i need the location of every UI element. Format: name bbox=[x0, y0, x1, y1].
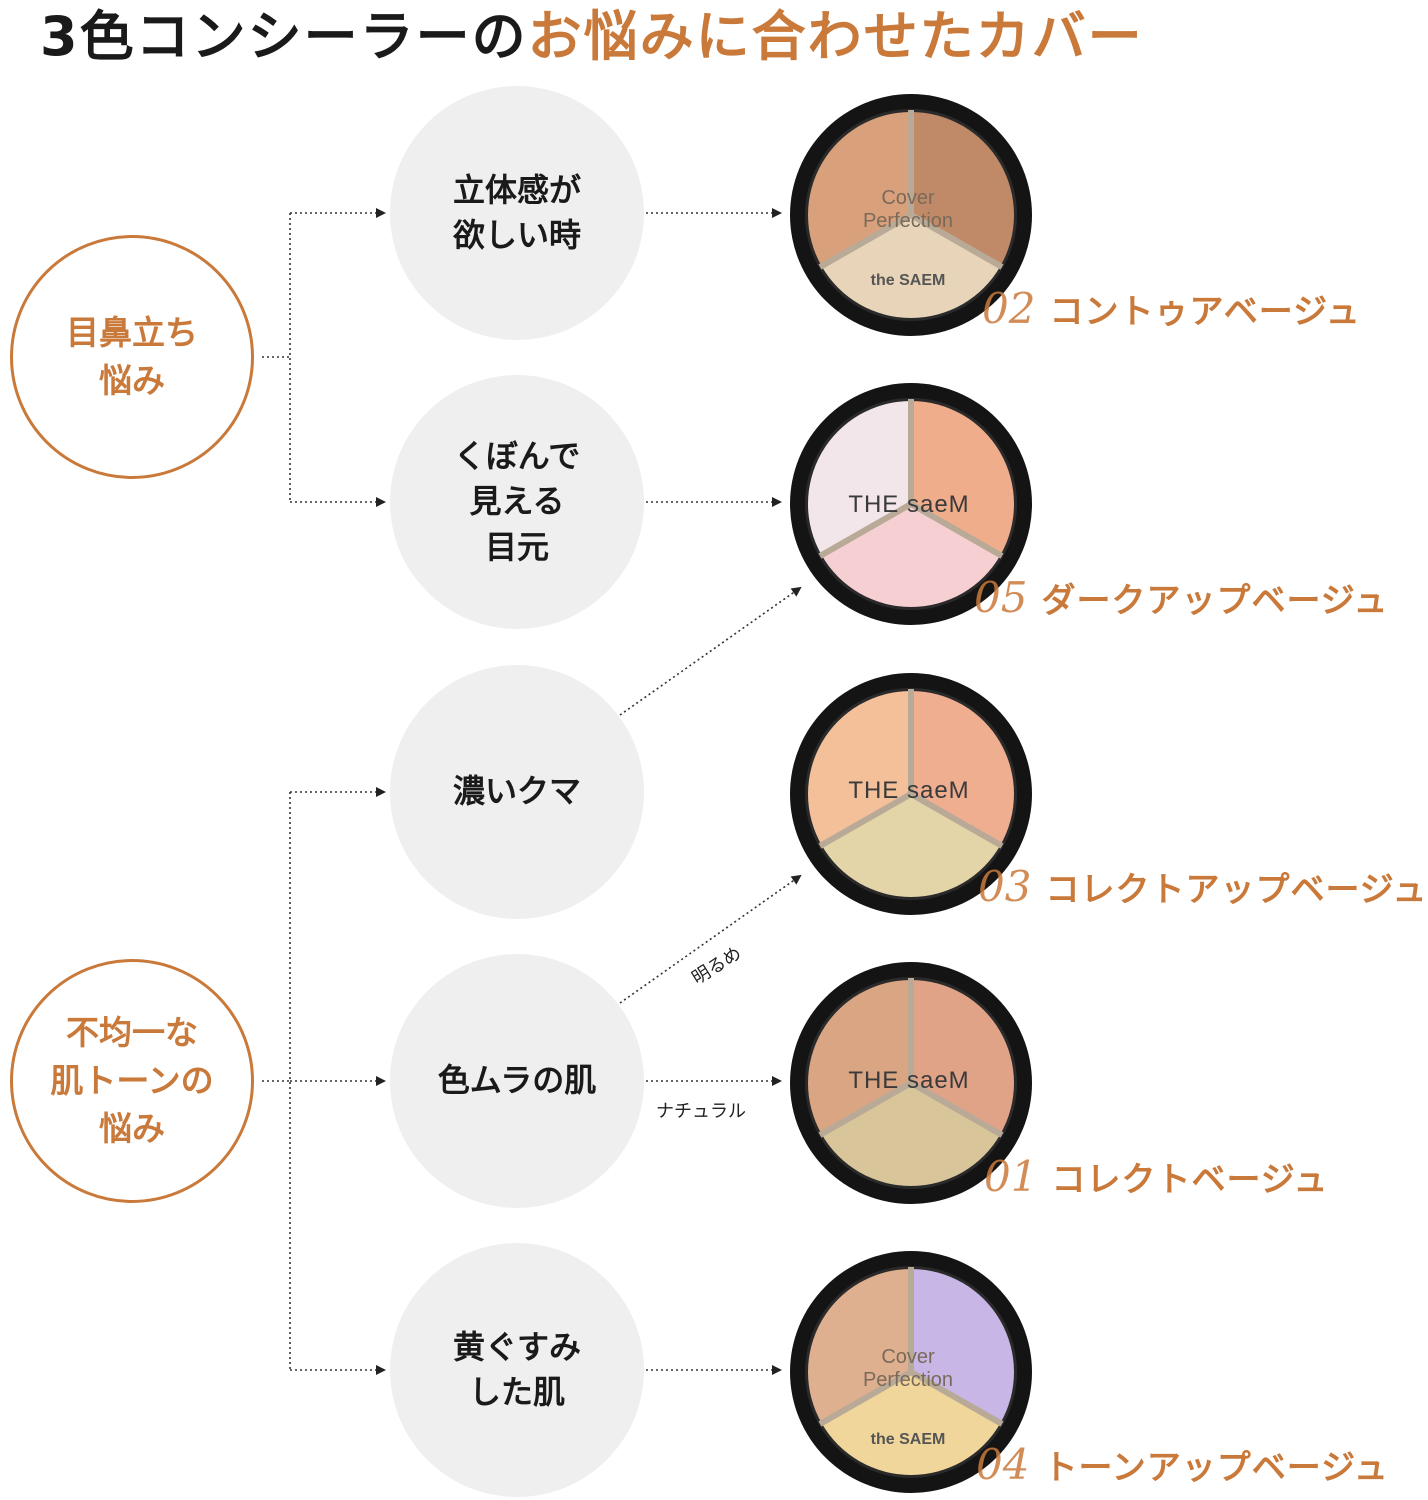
product-number: 03 bbox=[978, 862, 1032, 911]
product-name-01: 01 コレクトベージュ bbox=[984, 1152, 1328, 1202]
logo-perfection: Perfection bbox=[863, 210, 953, 232]
product-name-03: 03 コレクトアップベージュ bbox=[978, 862, 1427, 912]
product-compact-02: Cover Perfection the SAEM bbox=[788, 92, 1034, 338]
concern-sunken-eyes: くぼんで 見える 目元 bbox=[390, 375, 644, 629]
product-compact-04: Cover Perfection the SAEM bbox=[788, 1249, 1034, 1495]
product-compact-03: THE saeM bbox=[788, 671, 1034, 917]
product-name: コレクトベージュ bbox=[1051, 1160, 1329, 1200]
logo-brand: the SAEM bbox=[871, 1431, 946, 1448]
category-label: 不均一な 肌トーンの 悩み bbox=[50, 1013, 214, 1148]
product-name: ダークアップベージュ bbox=[1041, 581, 1389, 621]
product-name-02: 02 コントゥアベージュ bbox=[982, 284, 1361, 334]
logo-brand: THE saeM bbox=[848, 491, 969, 518]
page-title: 3色コンシーラーのお悩みに合わせたカバー bbox=[40, 2, 1144, 72]
connector-concern3-product05 bbox=[619, 586, 802, 716]
concern-dimension: 立体感が 欲しい時 bbox=[390, 86, 644, 340]
category-uneven-tone: 不均一な 肌トーンの 悩み bbox=[10, 959, 254, 1203]
product-name: トーンアップベージュ bbox=[1043, 1448, 1389, 1488]
concern-yellow-dullness: 黄ぐすみ した肌 bbox=[390, 1243, 644, 1497]
concern-dark-circles: 濃いクマ bbox=[390, 665, 644, 919]
concealer-palette-02: Cover Perfection the SAEM bbox=[790, 94, 1032, 336]
title-accent: お悩みに合わせたカバー bbox=[527, 5, 1144, 68]
category-facial-features: 目鼻立ち 悩み bbox=[10, 235, 254, 479]
connector-concern4-product03 bbox=[619, 874, 802, 1004]
pan-bottom bbox=[821, 215, 1001, 318]
product-name: コントゥアベージュ bbox=[1049, 292, 1361, 332]
logo-brand: THE saeM bbox=[848, 1067, 969, 1094]
product-name: コレクトアップベージュ bbox=[1045, 870, 1428, 910]
logo-brand: THE saeM bbox=[848, 777, 969, 804]
pan-bottom bbox=[821, 794, 1001, 897]
note-natural: ナチュラル bbox=[656, 1101, 746, 1122]
logo-cover: Cover bbox=[881, 1346, 935, 1368]
product-number: 05 bbox=[974, 573, 1028, 622]
product-number: 04 bbox=[976, 1440, 1030, 1489]
product-name-05: 05 ダークアップベージュ bbox=[974, 573, 1388, 623]
pan-bottom bbox=[821, 1083, 1001, 1186]
product-compact-01: THE saeM bbox=[788, 960, 1034, 1206]
title-main: 3色コンシーラーの bbox=[40, 5, 528, 68]
concern-label: 色ムラの肌 bbox=[437, 1061, 597, 1100]
concern-label: くぼんで 見える 目元 bbox=[453, 436, 581, 566]
concealer-palette-01: THE saeM bbox=[790, 962, 1032, 1204]
logo-brand: the SAEM bbox=[871, 272, 946, 289]
concern-uneven-color: 色ムラの肌 bbox=[390, 954, 644, 1208]
category-label: 目鼻立ち 悩み bbox=[66, 313, 198, 400]
pan-bottom bbox=[821, 1372, 1001, 1475]
concern-label: 立体感が 欲しい時 bbox=[452, 170, 581, 254]
concealer-palette-05: THE saeM bbox=[790, 383, 1032, 625]
logo-perfection: Perfection bbox=[863, 1369, 953, 1391]
pan-bottom bbox=[821, 504, 1001, 607]
concern-label: 濃いクマ bbox=[452, 772, 581, 811]
product-number: 02 bbox=[982, 284, 1036, 333]
concealer-palette-04: Cover Perfection the SAEM bbox=[790, 1251, 1032, 1493]
logo-cover: Cover bbox=[881, 187, 935, 209]
product-compact-05: THE saeM bbox=[788, 381, 1034, 627]
product-number: 01 bbox=[984, 1152, 1038, 1201]
concealer-palette-03: THE saeM bbox=[790, 673, 1032, 915]
product-name-04: 04 トーンアップベージュ bbox=[976, 1440, 1389, 1490]
concern-label: 黄ぐすみ した肌 bbox=[452, 1327, 581, 1411]
